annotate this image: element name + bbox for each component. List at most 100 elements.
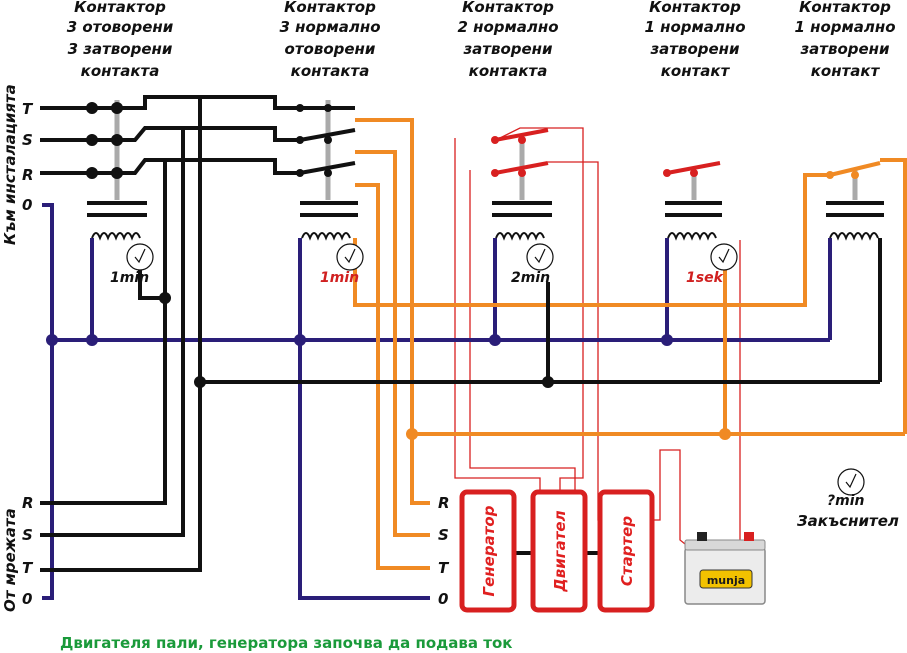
contactor-2 (296, 100, 358, 241)
starter-block: Стартер (597, 489, 655, 613)
gen-wire-t (355, 183, 430, 570)
contact-dot (86, 134, 98, 146)
header-3-line-1: Контактор (462, 0, 554, 16)
generator-label: Генератор (480, 505, 498, 596)
contact-dot (111, 102, 123, 114)
timer-4: 1sek (686, 243, 738, 286)
control-wire-2 (499, 127, 584, 492)
switch-blade (666, 161, 721, 175)
check-icon (134, 248, 146, 264)
header-1-line-2: 3 отоворени (67, 18, 174, 36)
header-3-line-2: 2 нормално (457, 18, 558, 36)
switch-blade (494, 161, 549, 175)
junction-dot (46, 334, 58, 346)
header-contactor-2: Контактор 3 нормално отоворени контакта (279, 0, 380, 80)
header-5-line-2: 1 нормално (794, 18, 895, 36)
battery-terminal-plus (744, 532, 754, 541)
contact-dot (111, 134, 123, 146)
contact-dot (86, 167, 98, 179)
switch-blade (299, 128, 356, 142)
coil (495, 232, 545, 241)
generator-frame (459, 489, 517, 613)
header-1-line-3: 3 затворени (68, 40, 173, 58)
gen-right (880, 158, 907, 434)
delay-legend: ?min Закъснител (797, 468, 899, 530)
phase-right-0: 0 (438, 590, 448, 608)
neutral-left (42, 203, 54, 600)
phase-right-r: R (438, 494, 450, 512)
junction-dot (661, 334, 673, 346)
clock-icon (710, 243, 738, 271)
switch-blade (299, 161, 356, 175)
timer-4-label: 1sek (686, 270, 725, 286)
battery: munja (684, 532, 766, 605)
junction-dot (159, 292, 171, 304)
delay-label: ?min (827, 493, 865, 509)
contact-dot (491, 136, 499, 144)
timer-2: 1min (320, 243, 364, 286)
contactor-4 (663, 161, 722, 241)
check-icon (845, 473, 857, 489)
header-5-line-1: Контактор (799, 0, 891, 16)
gen-wire-s (355, 150, 430, 537)
header-contactor-3: Контактор 2 нормално затворени контакта (457, 0, 558, 80)
header-4-line-2: 1 нормално (644, 18, 745, 36)
phase-right-t: T (438, 559, 450, 577)
junction-dot (542, 376, 554, 388)
contact-dot (324, 136, 332, 144)
contact-dot (86, 102, 98, 114)
check-icon (534, 248, 546, 264)
phase-bottom-r: R (22, 494, 34, 512)
header-1-line-1: Контактор (74, 0, 166, 16)
contactor-3 (491, 128, 552, 241)
header-2-line-1: Контактор (284, 0, 376, 16)
header-1-line-4: контакта (81, 62, 160, 80)
check-icon (718, 248, 730, 264)
gen-feed-top (353, 173, 830, 307)
battery-brand: munja (707, 574, 745, 587)
contact-dot (518, 136, 526, 144)
timer-1-label: 1min (110, 270, 149, 286)
junction-dot (86, 334, 98, 346)
clock-icon (126, 243, 154, 271)
control-wire-1 (454, 138, 541, 492)
header-3-line-4: контакта (469, 62, 548, 80)
phase-top-t: T (22, 100, 34, 118)
junction-dot (294, 334, 306, 346)
engine-label: Двигател (551, 510, 569, 592)
junction-dot (489, 334, 501, 346)
contact-dot (296, 104, 304, 112)
header-contactor-1: Контактор 3 отоворени 3 затворени контак… (67, 0, 174, 80)
grid-s-drop (40, 128, 185, 537)
coil (91, 232, 141, 241)
feeder-t (40, 95, 355, 110)
phase-bottom-s: S (22, 526, 33, 544)
neutral-drop-2 (298, 238, 430, 600)
grid-wires (40, 95, 882, 572)
phase-top-0: 0 (22, 196, 32, 214)
header-5-line-3: затворени (799, 40, 890, 58)
check-icon (344, 248, 356, 264)
coil (829, 232, 879, 241)
header-2-line-4: контакта (291, 62, 370, 80)
starter-label: Стартер (618, 516, 636, 586)
junction-dot (719, 428, 731, 440)
control-wire-5 (640, 449, 691, 549)
contactor-5 (826, 161, 884, 241)
contact-dot (663, 169, 671, 177)
junctions (46, 292, 731, 440)
engine-frame (530, 489, 588, 613)
contact-dot (324, 169, 332, 177)
contactor-1 (86, 100, 147, 241)
junction-dot (194, 376, 206, 388)
contact-dot (491, 169, 499, 177)
label-from-grid: От мрежата (1, 508, 19, 612)
clock-icon (837, 468, 865, 496)
switch-blade (494, 128, 549, 142)
timer-3-label: 2min (511, 270, 550, 286)
contact-dot (324, 104, 332, 112)
grid-r-drop (40, 160, 167, 505)
battery-label-plate (699, 569, 753, 589)
contact-dot (851, 171, 859, 179)
